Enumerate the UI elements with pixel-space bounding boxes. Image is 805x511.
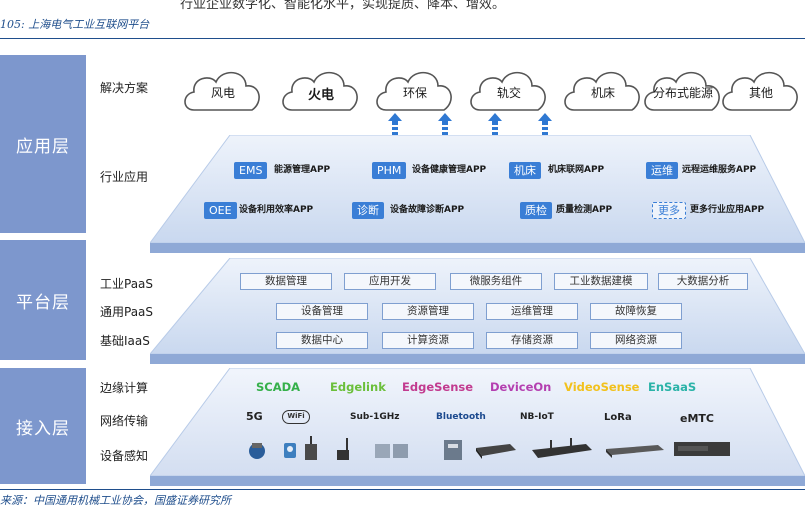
edge-videosense: VideoSense [564, 380, 640, 394]
app-label-more: 更多行业应用APP [690, 205, 765, 215]
label-network: 网络传输 [100, 414, 149, 428]
device-sensor-icon [249, 443, 265, 459]
device-controller-icon [444, 440, 462, 460]
device-edge-server-icon [532, 438, 592, 458]
iaas-box: 存储资源 [486, 332, 578, 349]
device-meter-icon [284, 443, 296, 458]
solution-label: 火电 [307, 88, 334, 103]
label-edge-computing: 边缘计算 [100, 381, 149, 395]
top-rule [0, 38, 805, 39]
app-tag-machine: 机床 [509, 162, 541, 179]
label-device-sensing: 设备感知 [100, 449, 149, 463]
edge-deviceon: DeviceOn [490, 380, 552, 394]
paas-box: 数据管理 [240, 273, 332, 290]
network-emtc: eMTC [680, 412, 714, 425]
layer-platform: 平台层 [0, 240, 86, 360]
cloud-solution-rail: 轨交 [466, 60, 552, 118]
application-deck [150, 135, 805, 253]
device-box-pc-icon [476, 444, 516, 459]
solution-label: 风电 [210, 86, 235, 100]
app-tag-quality: 质检 [520, 202, 552, 219]
edge-scada: SCADA [256, 380, 301, 394]
device-server-icon [674, 442, 730, 456]
solution-label: 轨交 [496, 86, 521, 100]
app-label-ops: 远程运维服务APP [682, 165, 757, 175]
network-sub1ghz: Sub-1GHz [350, 412, 400, 422]
cloud-solution-environment: 环保 [372, 60, 458, 118]
app-label-diagnosis: 设备故障诊断APP [390, 205, 465, 215]
figure-caption: 105: 上海电气工业互联网平台 [0, 18, 150, 31]
iaas-box: 数据中心 [276, 332, 368, 349]
iaas-box: 网络资源 [590, 332, 682, 349]
cloud-solution-other: 其他 [718, 60, 804, 118]
app-label-oee: 设备利用效率APP [239, 205, 314, 215]
cloud-solution-distributed-energy: 分布式能源 [640, 60, 726, 118]
label-general-paas: 通用PaaS [100, 305, 154, 319]
edge-edgesense: EdgeSense [402, 380, 474, 394]
solution-label: 环保 [402, 86, 427, 100]
app-tag-phm: PHM [372, 162, 407, 179]
up-arrow-icon [388, 113, 402, 135]
app-tag-diagnosis: 诊断 [352, 202, 384, 219]
general-paas-box: 设备管理 [276, 303, 368, 320]
app-tag-ems: EMS [234, 162, 268, 179]
network-lora: LoRa [604, 412, 632, 423]
paas-box: 应用开发 [344, 273, 436, 290]
cloud-solution-thermal: 火电 [278, 60, 364, 118]
wifi-icon: WiFi [282, 410, 310, 424]
paas-box: 微服务组件 [450, 273, 542, 290]
app-tag-ops: 运维 [646, 162, 678, 179]
solution-label: 机床 [590, 86, 615, 100]
figure-source: 来源：中国通用机械工业协会，国盛证券研究所 [0, 494, 231, 507]
edge-ensaas: EnSaaS [648, 380, 697, 394]
app-label-machine: 机床联网APP [548, 165, 605, 175]
solution-label: 分布式能源 [652, 86, 713, 100]
layer-application: 应用层 [0, 55, 86, 233]
up-arrow-icon [538, 113, 552, 135]
network-5g: 5G [246, 410, 263, 423]
app-tag-oee: OEE [204, 202, 237, 219]
app-label-phm: 设备健康管理APP [412, 165, 487, 175]
up-arrow-icon [438, 113, 452, 135]
edge-edgelink: Edgelink [330, 380, 386, 394]
app-label-quality: 质量检测APP [556, 205, 613, 215]
general-paas-box: 运维管理 [486, 303, 578, 320]
general-paas-box: 故障恢复 [590, 303, 682, 320]
label-basic-iaas: 基础IaaS [100, 334, 150, 348]
app-label-ems: 能源管理APP [274, 165, 331, 175]
device-gateway-icon [305, 436, 317, 460]
network-nbiot: NB-IoT [520, 412, 554, 422]
access-deck [150, 368, 805, 486]
cloud-solution-machine-tool: 机床 [560, 60, 646, 118]
device-rack-icon [606, 445, 664, 458]
up-arrow-icon [488, 113, 502, 135]
paas-box: 工业数据建模 [554, 273, 648, 290]
iaas-box: 计算资源 [382, 332, 474, 349]
paas-box: 大数据分析 [658, 273, 748, 290]
solution-label: 其他 [748, 86, 773, 100]
top-intro-text: 行业企业数字化、智能化水平，实现提质、降本、增效。 [180, 0, 506, 12]
label-industrial-paas: 工业PaaS [100, 277, 154, 291]
network-bluetooth: Bluetooth [436, 412, 486, 422]
label-solutions: 解决方案 [100, 81, 149, 95]
app-tag-more: 更多 [652, 202, 686, 219]
cloud-solution-wind: 风电 [180, 60, 266, 118]
device-module-icon [375, 444, 408, 458]
label-industry-apps: 行业应用 [100, 170, 149, 184]
general-paas-box: 资源管理 [382, 303, 474, 320]
layer-access: 接入层 [0, 368, 86, 484]
device-antenna-icon [337, 438, 349, 460]
bottom-rule [0, 489, 805, 490]
